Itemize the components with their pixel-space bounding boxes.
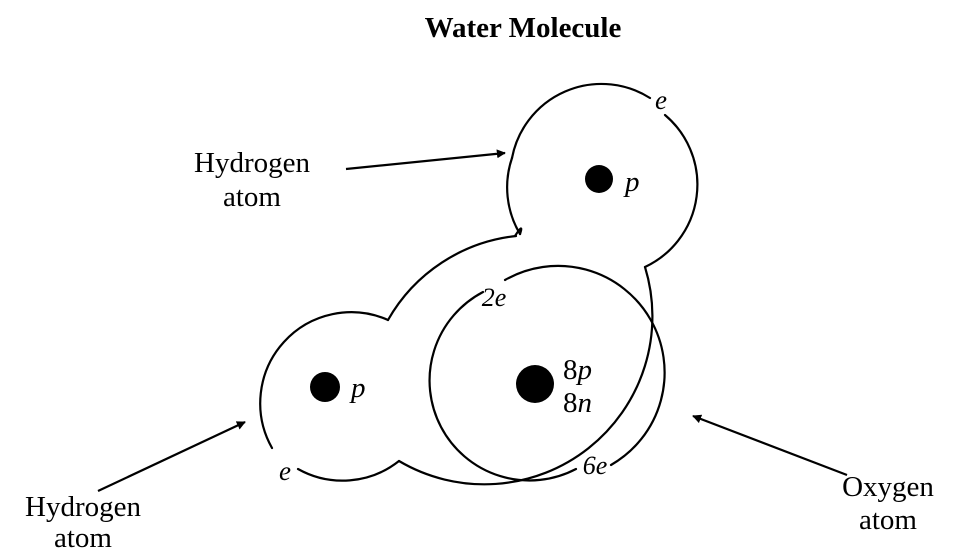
oxygen-outer-shell-arc-2: [397, 265, 654, 486]
oxygen-protons-label: 8p: [563, 354, 592, 386]
hydrogen-left-shell-arc-2: [296, 459, 401, 482]
oxygen-nucleus-dot: [516, 365, 554, 403]
hydrogen-top-shell-arc-2: [506, 156, 522, 236]
hydrogen-top-to-oxygen-junction: [513, 227, 523, 238]
arrow-oxygen: [692, 414, 848, 477]
hydrogen-top-proton-dot: [585, 165, 613, 193]
oxygen-neutrons-label: 8n: [563, 387, 592, 419]
oxygen-inner-shell-label: 2e: [482, 283, 507, 312]
hydrogen-left-label-line1: Hydrogen: [25, 491, 141, 523]
oxygen-inner-shell-arc-1: [428, 290, 578, 482]
hydrogen-left-proton-label: p: [349, 372, 366, 404]
oxygen-label-line2: atom: [859, 504, 917, 536]
hydrogen-top-label-line1: Hydrogen: [194, 147, 310, 179]
hydrogen-left-proton-dot: [310, 372, 340, 402]
hydrogen-left-shell-arc-1: [259, 311, 390, 450]
hydrogen-top-shell-arc-1: [510, 82, 652, 160]
oxygen-label-line1: Oxygen: [842, 471, 934, 503]
hydrogen-top-label-line2: atom: [223, 181, 281, 213]
oxygen-outer-shell-arc-1: [386, 234, 518, 322]
arrow-hydrogen-top: [345, 149, 506, 171]
hydrogen-top-proton-label: p: [623, 166, 640, 198]
hydrogen-top-electron-label: e: [655, 85, 667, 115]
hydrogen-top-shell-arc-3: [643, 113, 699, 269]
oxygen-outer-shell-label: 6e: [583, 451, 608, 480]
page-title: Water Molecule: [424, 12, 622, 44]
arrow-hydrogen-left: [97, 421, 246, 492]
hydrogen-left-label-line2: atom: [54, 522, 112, 551]
oxygen-inner-shell-arc-2: [503, 264, 666, 467]
hydrogen-left-electron-label: e: [279, 456, 291, 486]
